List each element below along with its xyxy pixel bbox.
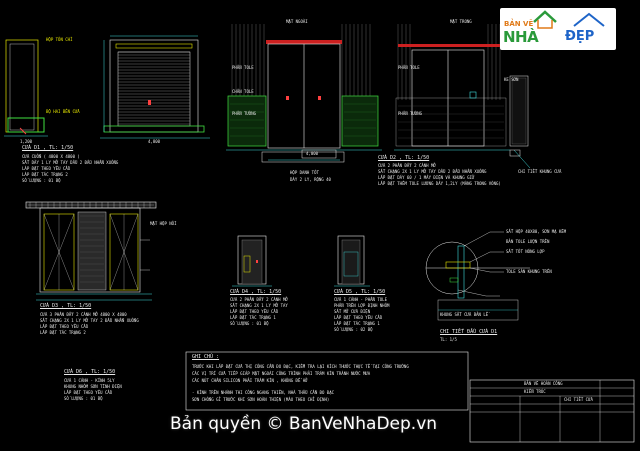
d5-spec-line: SẮT MỞ CỬA ĐIỆN (334, 309, 371, 314)
d6-spec-line: CỬA 1 CÁNH - KÍNH 5LY (64, 378, 115, 383)
d2-bottom-note-2: DÀY 2 LY, RỘNG 40 (290, 177, 331, 182)
d2-right-label-phan-tuong: PHẦN TƯỜNG (398, 111, 423, 116)
d3-spec-line: CỬA 3 PHÂN ĐẦY 2 CÁNH MỞ 4800 X 4800 (40, 312, 127, 317)
d2-dim: 4,000 (306, 151, 319, 156)
right-detail-note: CHI TIẾT KHUNG CỬA (518, 169, 562, 174)
copyright-watermark: Bản quyền © BanVeNhaDep.vn (170, 414, 470, 444)
d2-label-phan-tole: PHẦN TOLE (232, 65, 254, 70)
house-icon (533, 10, 557, 29)
d5-spec-line: SỐ LƯỢNG : 02 BỘ (334, 327, 373, 332)
d1-label-hop-ton: HỘP TÔN CHÌ (46, 37, 73, 42)
d4-spec-line: LẮP ĐẶT THEO YÊU CẦU (230, 309, 279, 314)
label-mat-trong: MẶT TRONG (450, 19, 472, 24)
d2-label-phan-tuong: PHẦN TƯỜNG (232, 111, 257, 116)
detail-label: SẮT TỐT NÓNG LỢP (506, 249, 545, 254)
d1-spec-line: LÁP ĐẶT THEO YÊU CẦU (22, 166, 71, 171)
notes-box-frame (185, 351, 469, 411)
d1-label-bo-hai-ben: BỘ HAI BÊN CỬA (46, 109, 80, 114)
d4-spec-list: CỬA 2 PHÂN ĐẦY 2 CÁNH MỞ SẮT CHẠNG 2X 1 … (230, 298, 288, 328)
detail-label: BẢN TOLE LƯỢN TRÊN (506, 239, 550, 244)
d4-spec-line: SỐ LƯỢNG : 01 BỘ (230, 321, 269, 326)
d2-spec-line: CỬA 2 PHÂN ĐẦY 2 CÁNH MỞ (378, 163, 436, 168)
d1-spec-line: SẮT DÀY 1 LY MỞ TAY DẦU 2 ĐẦU NHẤN XUỐNG (22, 160, 119, 165)
d4-spec-line: LẮP ĐẶT TÁC TRẠNG 1 (230, 315, 276, 320)
d6-title: CỬA D6 , TL: 1/50 (64, 369, 116, 375)
door-d3-drawing (25, 201, 157, 301)
d5-spec-line: CỬA 1 CÁNH - PHẦN TOLE (334, 297, 387, 302)
notes-line: TRƯỚC KHI LẮP ĐẶT CỬA THỊ CÔNG CẦN ĐO ĐẠ… (192, 364, 409, 369)
logo-text-banve: BẢN VẼ (504, 20, 534, 28)
notes-line: - KÍNH TRÊN NHÁNH THI CÔNG NGANG THIÊN, … (192, 390, 335, 395)
detail-section-drawing (425, 231, 530, 321)
d2-spec-line: LẮP ĐẶT THÊM TOLE LƯƠNG DÀY 1,2LY (MÀNG … (378, 181, 501, 186)
notes-line: CÁC NÚT CHÂN SILICON PHẢI TRÁM KÍN , KHÔ… (192, 378, 308, 383)
title-block-r1: BẢN VẼ HOÀN CÔNG (524, 381, 563, 386)
d2-title: CỬA D2 , TL: 1/50 (378, 155, 430, 161)
title-block-frame (469, 379, 635, 443)
detail-title: CHI TIẾT ĐẦU CỬA D1 (440, 329, 498, 335)
d3-spec-line: LẮP ĐẶT THEO YÊU CẦU (40, 324, 89, 329)
d3-spec-list: CỬA 3 PHÂN ĐẦY 2 CÁNH MỞ 4800 X 4800 SẮT… (40, 313, 139, 337)
d6-spec-list: CỬA 1 CÁNH - KÍNH 5LY KHUNG NHÔM SƠN TĨN… (64, 379, 122, 403)
d5-spec-line: PHẦN TRÊN LỢP ĐỊNH NHÔM (334, 303, 390, 308)
d1-spec-line: LÁP ĐẶT TÁC TRẠNG 2 (22, 172, 68, 177)
d1-spec-line: SỐ LƯỢNG : 01 BỘ (22, 178, 61, 183)
site-logo: BẢN VẼ NHÀ ĐẸP (500, 8, 616, 50)
d3-spec-line: LẮP ĐẶT TÁC TRẠNG 2 (40, 330, 86, 335)
roof-icon (573, 12, 605, 27)
logo-text-dep: ĐẸP (565, 29, 595, 44)
notes-line: CÁC VỊ TRÍ CỬA TIẾP GIÁP MẶT NGOÀI CÔNG … (192, 371, 371, 376)
d4-spec-line: SẮT CHẠNG 2X 1 LY MỞ TAY (230, 303, 288, 308)
d4-spec-line: CỬA 2 PHÂN ĐẦY 2 CÁNH MỞ (230, 297, 288, 302)
logo-text-nha: NHÀ (503, 28, 539, 46)
d5-spec-list: CỬA 1 CÁNH - PHẦN TOLE PHẦN TRÊN LỢP ĐỊN… (334, 298, 389, 334)
d2-spec-line: LẮP ĐẶT DÁY 60 / 1 MÁY ĐIỆN VÀ KHUNG GIỮ (378, 175, 475, 180)
title-block-r2: KIẾN TRÚC (524, 389, 546, 394)
door-d1-drawing (4, 35, 210, 139)
d5-title: CỬA D5 , TL: 1/50 (334, 289, 386, 295)
d1-title: CỬA D1 , TL: 1/50 (22, 145, 74, 151)
detail-label: TOLE SÀN KHUNG TRÊN (506, 269, 552, 274)
d3-title: CỬA D3 , TL: 1/50 (40, 303, 92, 309)
d2-bottom-note-1: HỘP DANH TỐT (290, 170, 319, 175)
notes-title: GHI CHÚ : (192, 354, 220, 360)
right-label-ke-son: KE SƠN (504, 77, 519, 82)
door-d4-d5-drawing (232, 235, 370, 287)
d2-label-chan-tole: CHÂN TOLE (232, 89, 254, 94)
d6-spec-line: LẮP ĐẶT THEO YÊU CẦU (64, 390, 113, 395)
notes-line: SƠN CHỐNG GỈ TRƯỚC KHI SƠN HOÀN THIỆN (M… (192, 397, 330, 402)
d6-spec-line: KHUNG NHÔM SƠN TĨNH ĐIỆN (64, 384, 122, 389)
door-d2-drawing (226, 24, 531, 169)
watermark-text: Bản quyền © BanVeNhaDep.vn (170, 414, 438, 434)
d2-right-label-phan-tole: PHẦN TOLE (398, 65, 420, 70)
d1-dim-left: 1,200 (20, 139, 33, 144)
d1-spec-line: CỬA CUỐN ( 4800 X 4800 ) (22, 154, 80, 159)
d6-spec-line: SỐ LƯỢNG : 01 BỘ (64, 396, 103, 401)
d1-dim-mid: 4,800 (148, 139, 161, 144)
detail-bottom-label: KHUNG SẮT CỬA BẢN LỀ (440, 312, 489, 317)
label-mat-ngoai: MẶT NGOÀI (286, 19, 308, 24)
notes-list: TRƯỚC KHI LẮP ĐẶT CỬA THỊ CÔNG CẦN ĐO ĐẠ… (192, 365, 409, 405)
d5-spec-line: LẮP ĐẶT TÁC TRẠNG 1 (334, 321, 380, 326)
d2-spec-list: CỬA 2 PHÂN ĐẦY 2 CÁNH MỞ SẮT CHẠNG 2X 1 … (378, 164, 501, 188)
d3-label: MẶT HỘP NỐI (150, 221, 177, 226)
d4-title: CỬA D4 , TL: 1/50 (230, 289, 282, 295)
title-block-r3: CHI TIẾT CỬA (564, 397, 593, 402)
detail-subtitle: TL: 1/5 (440, 337, 457, 342)
d2-spec-line: SẮT CHẠNG 2X 1 LY MỞ TAY DẦU 2 ĐẦU NHẤN … (378, 169, 487, 174)
detail-label: SẮT HỘP 40X80, SƠN MẠ KẼM (506, 229, 567, 234)
d3-spec-line: SẮT CHẠNG 2X 1 LY MỞ TAY 2 ĐẦU NHẤN XUỐN… (40, 318, 139, 323)
d5-spec-line: LẮP ĐẶT THEO YÊU CẦU (334, 315, 383, 320)
d1-spec-list: CỬA CUỐN ( 4800 X 4800 ) SẮT DÀY 1 LY MỞ… (22, 155, 118, 185)
